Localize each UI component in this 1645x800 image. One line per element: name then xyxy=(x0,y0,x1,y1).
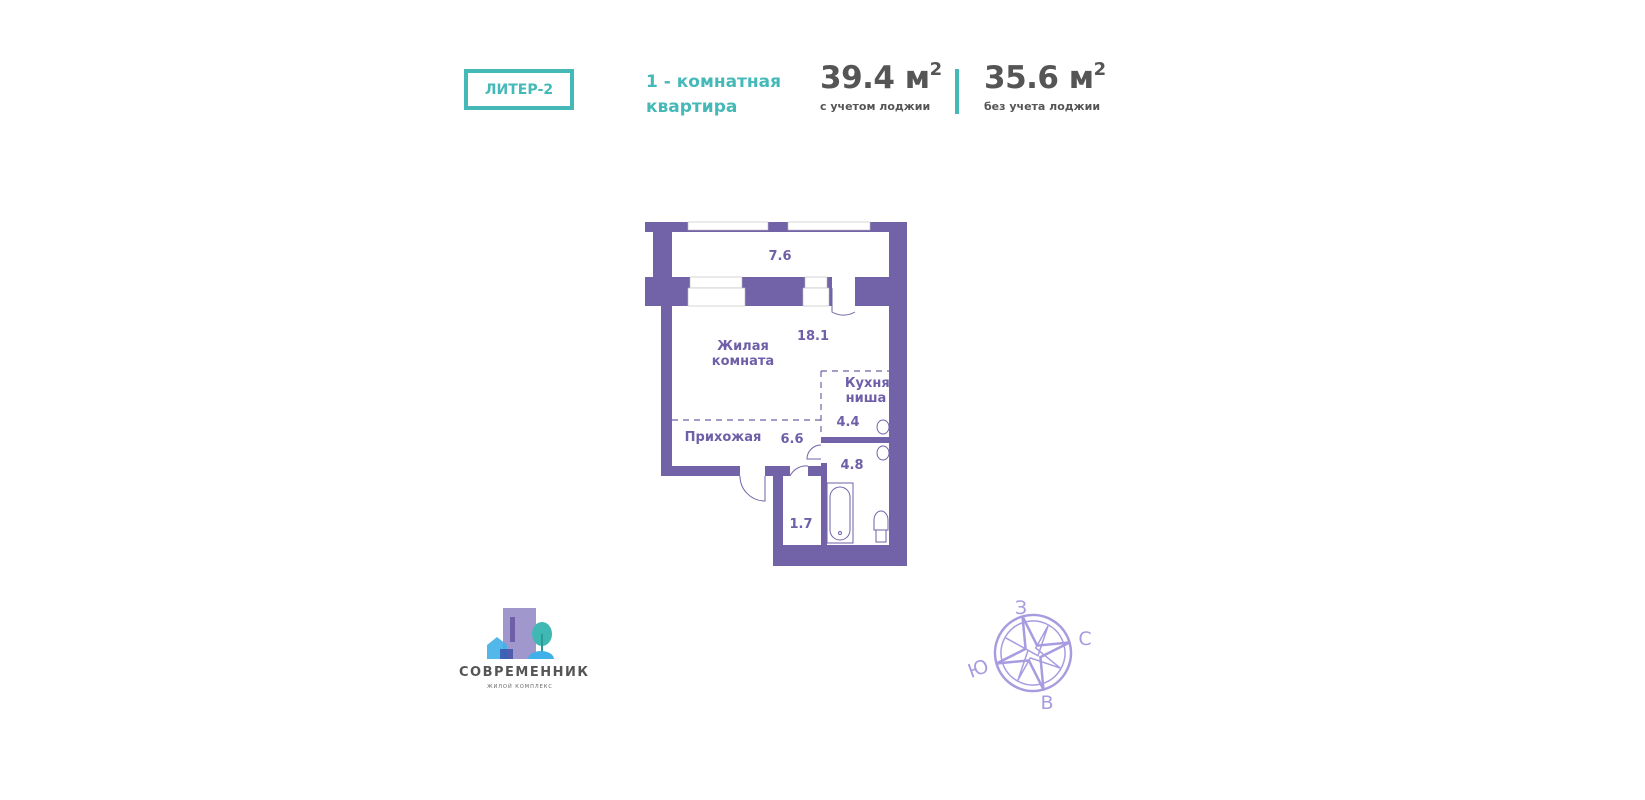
sup: 2 xyxy=(929,58,943,80)
living-area-value: 18.1 xyxy=(797,329,829,344)
balcony-door-opening xyxy=(832,277,855,306)
bath-area: 4.8 xyxy=(840,458,863,473)
building-label: ЛИТЕР-2 xyxy=(484,81,554,98)
storage-area: 1.7 xyxy=(789,517,812,532)
sup: 2 xyxy=(1093,58,1107,80)
toilet xyxy=(873,510,889,543)
living-area: 35.6 м2 xyxy=(984,58,1107,96)
apartment-type-line1: 1 - комнатная xyxy=(646,72,782,92)
zone-lines xyxy=(672,370,889,437)
total-area-value: 39.4 м xyxy=(820,60,930,96)
bathtub xyxy=(826,482,854,544)
living-area-note: без учета лоджии xyxy=(984,100,1101,113)
apartment-type-line2: квартира xyxy=(646,97,738,117)
compass-east: В xyxy=(1040,692,1053,714)
total-area-note: с учетом лоджии xyxy=(820,100,931,113)
compass-west: З xyxy=(1015,597,1027,619)
windows xyxy=(687,221,871,307)
compass-icon xyxy=(993,613,1073,693)
loggia-area: 7.6 xyxy=(768,249,791,264)
compass-south: Ю xyxy=(965,655,992,683)
walls xyxy=(645,222,907,566)
bathtub-inner xyxy=(829,486,851,541)
compass-north: С xyxy=(1078,628,1091,650)
kitchen-name-2: ниша xyxy=(846,391,887,406)
logo-name: СОВРЕМЕННИК xyxy=(459,665,590,680)
hall-name: Прихожая xyxy=(685,430,762,445)
sink-bath xyxy=(876,445,890,461)
logo-icon xyxy=(487,608,554,659)
fixtures xyxy=(826,419,890,544)
total-area: 39.4 м2 xyxy=(820,58,943,96)
kitchen-area: 4.4 xyxy=(836,415,859,430)
doors xyxy=(739,288,856,502)
kitchen-name-1: Кухня- xyxy=(845,376,895,391)
living-name-2: комната xyxy=(712,354,774,369)
divider xyxy=(955,69,959,114)
living-name-1: Жилая xyxy=(717,339,769,354)
hall-area: 6.6 xyxy=(780,432,803,447)
building-badge: ЛИТЕР-2 xyxy=(464,69,574,110)
logo-subtitle: ЖИЛОЙ КОМПЛЕКС xyxy=(487,684,553,690)
drain xyxy=(838,531,842,535)
living-area-value: 35.6 м xyxy=(984,60,1094,96)
sink-kitchen xyxy=(876,419,890,435)
apartment-type: 1 - комнатная квартира xyxy=(646,70,781,120)
